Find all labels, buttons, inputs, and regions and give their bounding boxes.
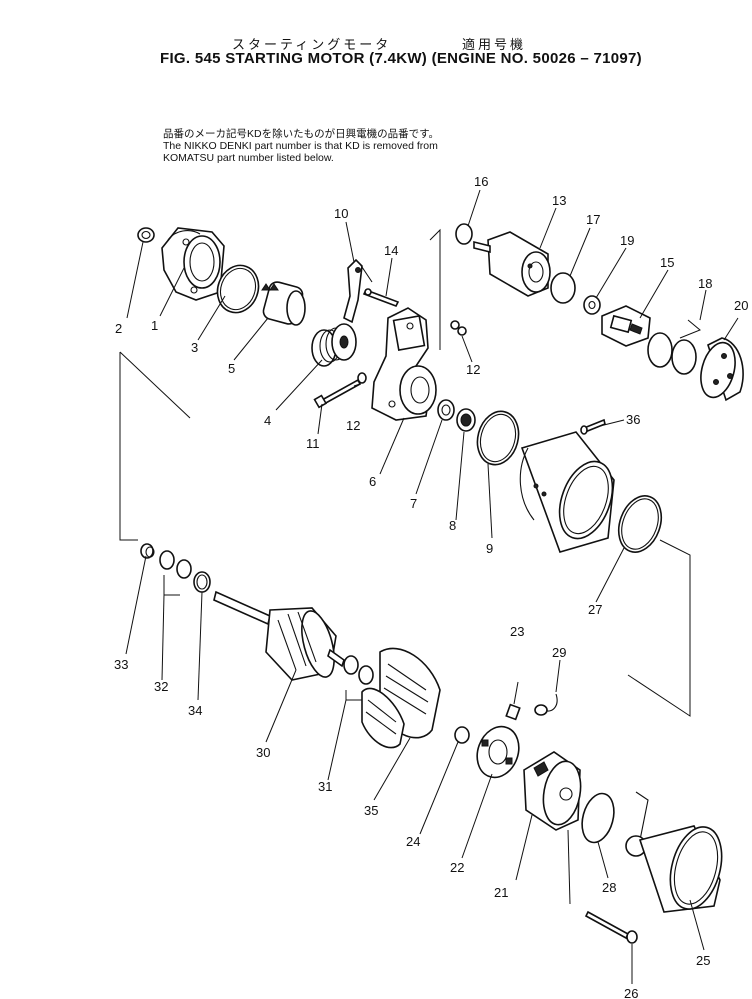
part-22-brush-holder[interactable] [470, 721, 525, 784]
part-18-o-ring-a[interactable] [647, 332, 673, 368]
callout-17[interactable]: 17 [586, 212, 600, 227]
part-36-screw[interactable] [580, 418, 606, 435]
part-28-o-ring[interactable] [577, 790, 619, 846]
callout-9[interactable]: 9 [486, 541, 493, 556]
part-23-brush[interactable] [505, 703, 521, 721]
part-5-clutch[interactable] [261, 280, 306, 326]
note-japanese: 品番のメーカ記号KDを除いたものが日興電機の品番です。 [163, 128, 440, 140]
callout-35[interactable]: 35 [364, 803, 378, 818]
part-31-washer-a[interactable] [343, 655, 359, 675]
part-33-bushing[interactable] [140, 543, 155, 559]
leader-lines [125, 189, 739, 984]
callout-numbers: 2 1 3 5 4 6 7 8 9 10 11 12 12 13 14 15 1… [114, 174, 748, 999]
callout-36[interactable]: 36 [626, 412, 640, 427]
part-14-pin[interactable] [362, 288, 400, 308]
part-18-o-ring-b[interactable] [671, 339, 697, 375]
callout-21[interactable]: 21 [494, 885, 508, 900]
title-japanese: スターティングモータ [232, 38, 392, 53]
callout-31[interactable]: 31 [318, 779, 332, 794]
part-4-gear[interactable] [311, 323, 357, 367]
part-17-o-ring[interactable] [550, 272, 576, 304]
callout-1[interactable]: 1 [151, 318, 158, 333]
part-8-bearing[interactable] [456, 408, 476, 432]
part-16-o-ring[interactable] [455, 223, 473, 245]
part-9-o-ring[interactable] [472, 407, 525, 470]
callout-22[interactable]: 22 [450, 860, 464, 875]
part-12-nut-upper[interactable] [450, 320, 467, 336]
callout-27[interactable]: 27 [588, 602, 602, 617]
part-32-washer-a[interactable] [159, 550, 175, 570]
title-japanese-applicable: 適用号機 [462, 38, 527, 53]
callout-30[interactable]: 30 [256, 745, 270, 760]
callout-14[interactable]: 14 [384, 243, 398, 258]
callout-10[interactable]: 10 [334, 206, 348, 221]
callout-24[interactable]: 24 [406, 834, 420, 849]
note-english-line2: KOMATSU part number listed below. [163, 152, 334, 164]
callout-23[interactable]: 23 [510, 624, 524, 639]
callout-12-lower[interactable]: 12 [346, 418, 360, 433]
callout-18[interactable]: 18 [698, 276, 712, 291]
callout-26[interactable]: 26 [624, 986, 638, 999]
part-1-front-housing[interactable] [161, 227, 225, 301]
part-11-bolt[interactable] [313, 378, 362, 409]
callout-32[interactable]: 32 [154, 679, 168, 694]
part-34-washer[interactable] [193, 571, 211, 593]
yoke-assembly[interactable] [519, 431, 622, 553]
part-31-washer-b[interactable] [358, 665, 374, 685]
part-30-armature[interactable] [213, 590, 345, 681]
callout-6[interactable]: 6 [369, 474, 376, 489]
part-25-rear-cover[interactable] [638, 821, 730, 915]
part-24-bushing[interactable] [454, 726, 470, 744]
part-21-rear-bracket[interactable] [523, 751, 585, 831]
note-english-line1: The NIKKO DENKI part number is that KD i… [163, 140, 438, 152]
callout-8[interactable]: 8 [449, 518, 456, 533]
callout-4[interactable]: 4 [264, 413, 271, 428]
part-19-washer[interactable] [583, 295, 601, 315]
part-3-o-ring[interactable] [211, 260, 265, 319]
callout-19[interactable]: 19 [620, 233, 634, 248]
part-2-cap[interactable] [137, 227, 155, 243]
bracket-lines [119, 228, 701, 905]
callout-16[interactable]: 16 [474, 174, 488, 189]
callout-12-upper[interactable]: 12 [466, 362, 480, 377]
callout-34[interactable]: 34 [188, 703, 202, 718]
callout-20[interactable]: 20 [734, 298, 748, 313]
part-29-spring[interactable] [534, 693, 558, 716]
part-15-terminal-plate[interactable] [601, 305, 651, 347]
part-35-field-coil[interactable] [361, 647, 441, 749]
part-26-through-bolt[interactable] [584, 910, 638, 944]
part-6-gear-housing[interactable] [371, 307, 437, 421]
callout-3[interactable]: 3 [191, 340, 198, 355]
part-7-bushing[interactable] [437, 399, 455, 421]
part-20-cover[interactable] [695, 337, 744, 402]
callout-25[interactable]: 25 [696, 953, 710, 968]
figure-title: FIG. 545 STARTING MOTOR (7.4KW) (ENGINE … [160, 50, 642, 67]
callout-2[interactable]: 2 [115, 321, 122, 336]
part-32-washer-b[interactable] [176, 559, 192, 579]
part-13-magnetic-switch[interactable] [473, 231, 551, 297]
part-27-o-ring[interactable] [611, 490, 668, 558]
callout-28[interactable]: 28 [602, 880, 616, 895]
callout-7[interactable]: 7 [410, 496, 417, 511]
part-10-shift-lever[interactable] [343, 258, 373, 324]
part-12-nut-lower[interactable] [357, 372, 367, 384]
callout-33[interactable]: 33 [114, 657, 128, 672]
callout-15[interactable]: 15 [660, 255, 674, 270]
callout-5[interactable]: 5 [228, 361, 235, 376]
callout-29[interactable]: 29 [552, 645, 566, 660]
callout-13[interactable]: 13 [552, 193, 566, 208]
callout-11[interactable]: 11 [306, 436, 320, 451]
